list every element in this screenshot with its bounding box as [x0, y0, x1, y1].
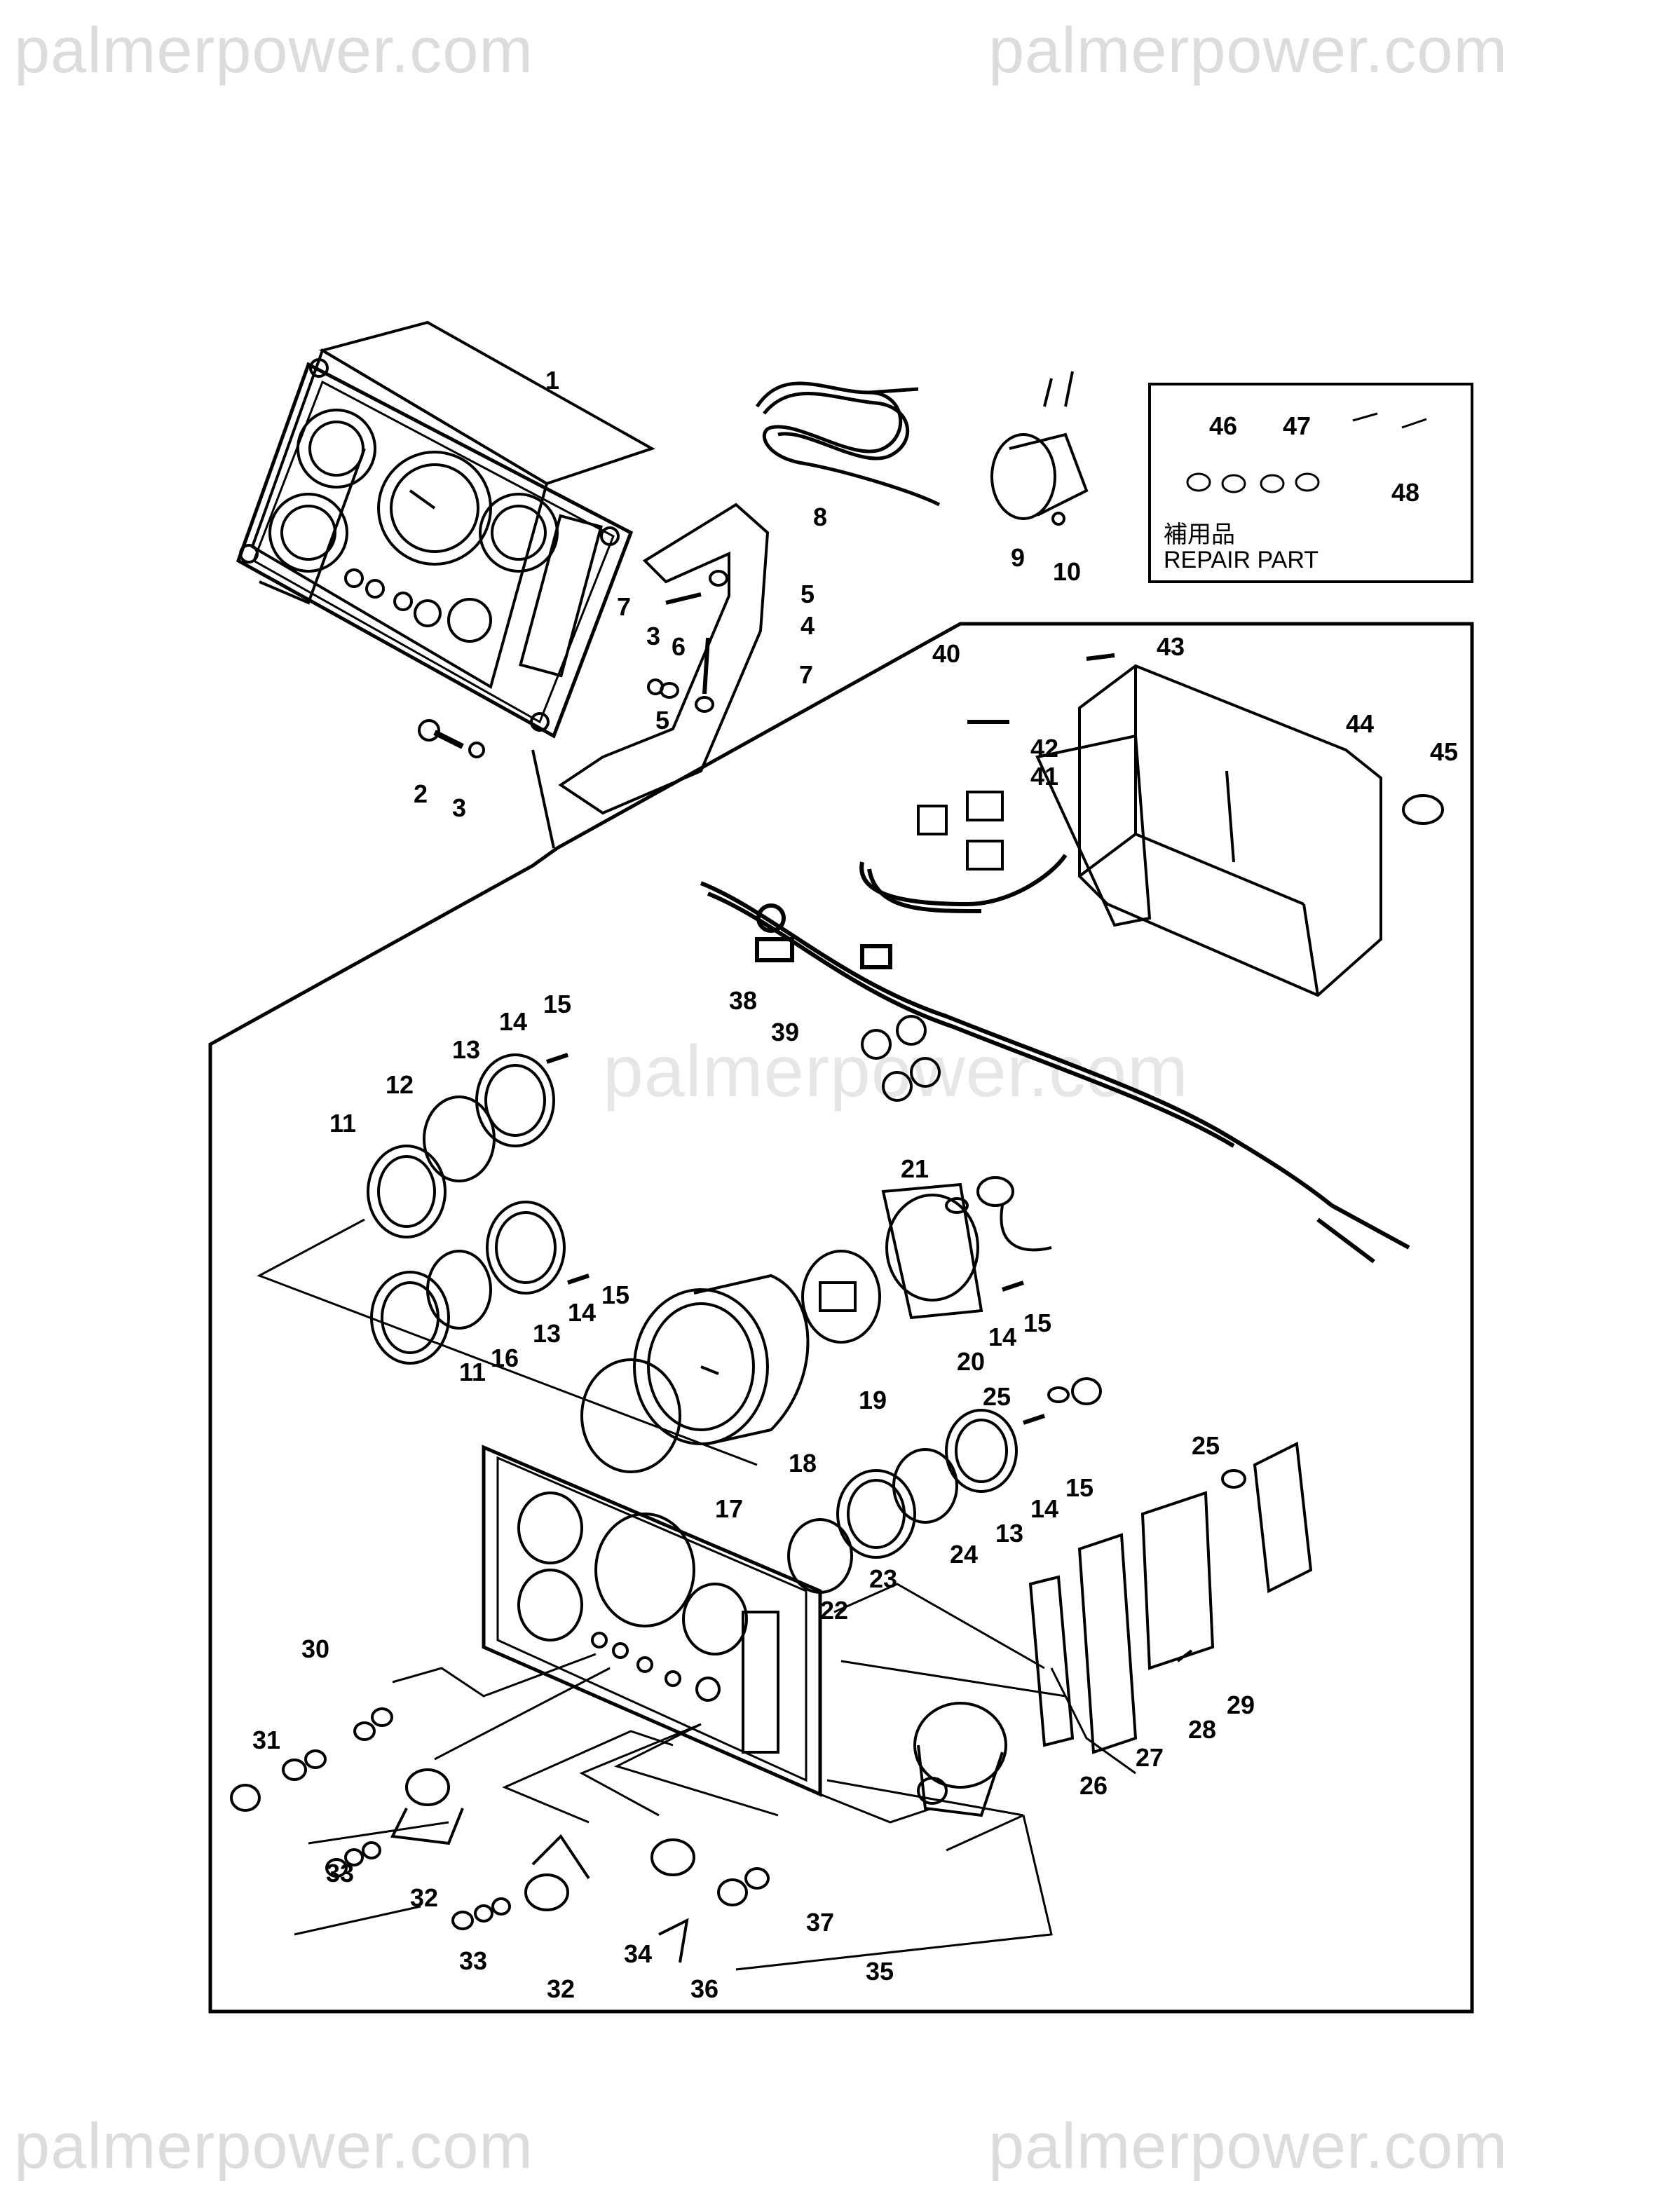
- callout-41: 41: [1030, 762, 1058, 791]
- callout-9: 9: [1011, 543, 1025, 572]
- lamp-parts-25: [1047, 1377, 1313, 1594]
- callout-15b: 15: [601, 1281, 629, 1309]
- callout-28: 28: [1188, 1715, 1216, 1744]
- callout-32a: 32: [410, 1883, 438, 1912]
- callout-13b: 13: [533, 1319, 561, 1348]
- wire-harness-38: [700, 881, 1410, 1264]
- callout-11a: 11: [329, 1109, 356, 1138]
- watermark-bottom-right: palmerpower.com: [988, 2110, 1508, 2182]
- callout-4: 4: [800, 611, 815, 640]
- detail-frame-outline: [208, 622, 1474, 2014]
- callout-6: 6: [672, 632, 686, 661]
- callout-15a: 15: [543, 990, 571, 1018]
- side-bracket: [558, 503, 770, 815]
- callout-3b: 3: [646, 622, 660, 650]
- callout-7a: 7: [617, 592, 631, 621]
- gasket-19: [801, 1250, 881, 1344]
- wire-harness-8: [755, 381, 941, 507]
- callout-33a: 33: [326, 1859, 354, 1887]
- detail-leader: [531, 749, 555, 849]
- callout-21: 21: [901, 1154, 929, 1183]
- sensor-21: [945, 1176, 1052, 1252]
- connector-cluster-39: [861, 1015, 941, 1102]
- bracket-20: [881, 1182, 1024, 1320]
- callout-25a: 25: [983, 1382, 1011, 1411]
- callout-14d: 14: [1030, 1494, 1058, 1523]
- callout-38: 38: [729, 986, 757, 1015]
- tachometer-18: [580, 1274, 857, 1473]
- circuit-board-41: [859, 720, 1152, 927]
- callout-34: 34: [624, 1939, 652, 1968]
- repair-part-items: [1186, 412, 1427, 493]
- callout-3a: 3: [452, 793, 466, 822]
- buzzer-9: [990, 371, 1089, 526]
- callout-30: 30: [301, 1634, 329, 1663]
- callout-10: 10: [1053, 557, 1081, 586]
- callout-19: 19: [859, 1386, 887, 1414]
- callout-35: 35: [866, 1957, 894, 1986]
- callout-15c: 15: [1023, 1309, 1051, 1337]
- watermark-bottom-left: palmerpower.com: [14, 2110, 534, 2182]
- callout-2: 2: [414, 779, 428, 808]
- gauge-bracket-13: [945, 1409, 1045, 1493]
- repair-part-label-jp: 補用品: [1164, 521, 1235, 548]
- watermark-top-left: palmerpower.com: [14, 15, 534, 86]
- watermark-top-right: palmerpower.com: [988, 15, 1508, 86]
- switch-block-28: [1140, 1491, 1215, 1670]
- callout-48: 48: [1391, 478, 1419, 507]
- callout-5b: 5: [655, 706, 669, 735]
- callout-15d: 15: [1065, 1473, 1094, 1502]
- callout-17: 17: [715, 1494, 743, 1523]
- leader-lines: [294, 1583, 1136, 1971]
- callout-26: 26: [1079, 1771, 1108, 1800]
- callout-44: 44: [1346, 709, 1374, 738]
- callout-32b: 32: [547, 1974, 575, 2003]
- callout-14c: 14: [988, 1323, 1016, 1351]
- callout-29: 29: [1227, 1691, 1255, 1719]
- callout-16: 16: [491, 1344, 519, 1372]
- callout-33b: 33: [459, 1946, 487, 1975]
- callout-46: 46: [1209, 411, 1237, 440]
- repair-part-label-en: REPAIR PART: [1164, 547, 1319, 573]
- callout-25b: 25: [1192, 1431, 1220, 1460]
- repair-part-box: [1148, 383, 1473, 583]
- callout-39: 39: [771, 1018, 799, 1046]
- callout-27: 27: [1136, 1743, 1164, 1772]
- callout-13a: 13: [452, 1035, 480, 1064]
- callout-45: 45: [1430, 737, 1458, 766]
- switch-hardware-lower: [230, 1707, 770, 1963]
- callout-11b: 11: [459, 1358, 486, 1386]
- callout-18: 18: [789, 1449, 817, 1477]
- callout-14b: 14: [568, 1298, 596, 1327]
- gauge-parts-left: [257, 1053, 758, 1466]
- callout-labels: 1 2 3 3 4 5 5 6 7 7 8 9 10 11 11 12 13 1…: [252, 366, 1458, 2003]
- callout-42: 42: [1030, 734, 1058, 763]
- callout-20: 20: [957, 1347, 985, 1376]
- callout-7b: 7: [799, 660, 813, 689]
- callout-43: 43: [1157, 632, 1185, 661]
- callout-22: 22: [820, 1596, 848, 1625]
- gauge-parts-22-24: [787, 1448, 958, 1594]
- callout-36: 36: [690, 1974, 718, 2003]
- instrument-panel-assembly: [236, 320, 655, 739]
- callout-24: 24: [950, 1540, 978, 1569]
- callout-37: 37: [806, 1908, 834, 1937]
- callout-8: 8: [813, 503, 827, 531]
- callout-1: 1: [545, 366, 559, 395]
- callout-13c: 13: [995, 1519, 1023, 1548]
- callout-40: 40: [932, 639, 960, 668]
- control-box-44: [1078, 653, 1444, 997]
- callout-47: 47: [1283, 411, 1311, 440]
- callout-5a: 5: [800, 580, 815, 608]
- switch-cover-27: [1028, 1533, 1138, 1754]
- key-switch-35: [913, 1702, 1007, 1817]
- callout-31: 31: [252, 1726, 280, 1754]
- callout-14a: 14: [499, 1007, 527, 1036]
- callout-12: 12: [386, 1070, 414, 1099]
- hardware-top: [418, 570, 728, 758]
- callout-23: 23: [869, 1564, 897, 1593]
- front-panel: [482, 1445, 822, 1797]
